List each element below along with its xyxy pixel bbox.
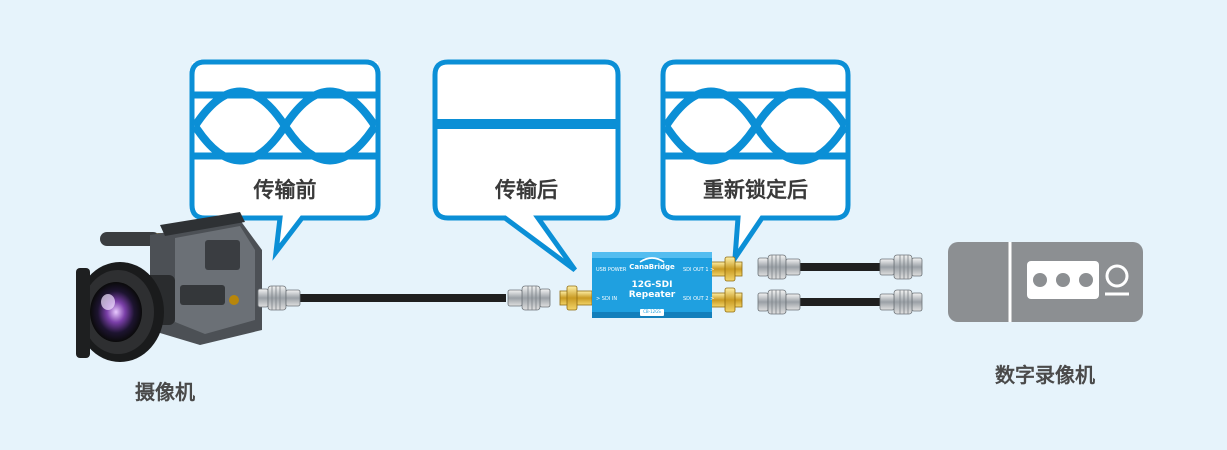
dvr-icon bbox=[948, 242, 1143, 322]
cable-out-1 bbox=[757, 254, 923, 280]
video-camera-icon bbox=[76, 212, 262, 362]
bubble-before bbox=[189, 59, 381, 261]
port-usb-label: USB POWER bbox=[596, 267, 627, 273]
bubble-label-relock: 重新锁定后 bbox=[703, 178, 808, 202]
bubble-label-before: 传输前 bbox=[253, 178, 317, 202]
port-out1-label: SDI OUT 1 > bbox=[683, 267, 715, 273]
port-out2-label: SDI OUT 2 > bbox=[683, 296, 715, 302]
repeater-badge: CB-12GS bbox=[643, 309, 661, 314]
recorder-label: 数字录像机 bbox=[995, 363, 1095, 387]
bubble-relock bbox=[660, 59, 851, 268]
bubble-label-after: 传输后 bbox=[495, 178, 558, 202]
repeater-device bbox=[559, 252, 743, 318]
bubble-after bbox=[432, 59, 621, 273]
repeater-model-line1: 12G-SDI bbox=[631, 280, 673, 290]
camera-label: 摄像机 bbox=[135, 380, 195, 404]
repeater-model-line2: Repeater bbox=[628, 290, 676, 300]
repeater-brand: CanaBridge bbox=[629, 263, 675, 271]
eye-pattern-before bbox=[191, 87, 379, 165]
port-in-label: > SDI IN bbox=[596, 296, 618, 302]
eye-pattern-relock bbox=[662, 87, 849, 165]
cable-out-2 bbox=[757, 289, 923, 315]
cable-in bbox=[257, 285, 551, 311]
